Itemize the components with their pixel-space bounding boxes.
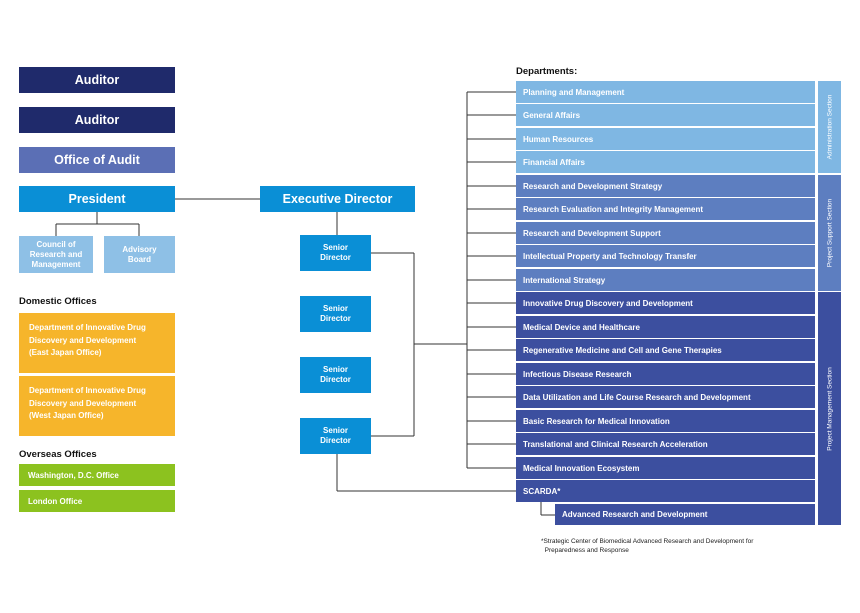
departments-heading: Departments: [516,66,578,77]
advisory-board-box: Advisory Board [104,236,175,273]
auditor-box-1: Auditor [19,67,175,93]
department-item: Medical Device and Healthcare [516,316,815,338]
department-item: Regenerative Medicine and Cell and Gene … [516,339,815,361]
department-item: General Affairs [516,104,815,126]
section-label: Project Support Section [826,198,833,268]
senior-director-1: Senior Director [300,235,371,271]
department-scarda: SCARDA* [516,480,815,502]
section-project-support: Project Support Section [818,175,841,291]
council-box: Council of Research and Management [19,236,93,273]
section-project-management: Project Management Section [818,292,841,525]
department-item: Financial Affairs [516,151,815,173]
domestic-offices-heading: Domestic Offices [19,296,97,307]
department-item: Basic Research for Medical Innovation [516,410,815,432]
department-item: Research Evaluation and Integrity Manage… [516,198,815,220]
section-administration: Administration Section [818,81,841,173]
footnote: *Strategic Center of Biomedical Advanced… [541,538,754,554]
department-item: Research and Development Strategy [516,175,815,197]
overseas-offices-heading: Overseas Offices [19,449,97,460]
department-item: Planning and Management [516,81,815,103]
department-item: Translational and Clinical Research Acce… [516,433,815,455]
department-item: International Strategy [516,269,815,291]
overseas-office-washington: Washington, D.C. Office [19,464,175,486]
department-item: Human Resources [516,128,815,150]
executive-director-box: Executive Director [260,186,415,212]
office-of-audit-box: Office of Audit [19,147,175,173]
domestic-office-west: Department of Innovative Drug Discovery … [19,376,175,436]
department-item: Medical Innovation Ecosystem [516,457,815,479]
department-item: Intellectual Property and Technology Tra… [516,245,815,267]
senior-director-3: Senior Director [300,357,371,393]
senior-director-4: Senior Director [300,418,371,454]
department-item: Data Utilization and Life Course Researc… [516,386,815,408]
senior-director-2: Senior Director [300,296,371,332]
sub-department-advanced-rd: Advanced Research and Development [555,504,815,525]
department-item: Research and Development Support [516,222,815,244]
overseas-office-london: London Office [19,490,175,512]
domestic-office-east: Department of Innovative Drug Discovery … [19,313,175,373]
section-label: Administration Section [826,94,833,160]
auditor-box-2: Auditor [19,107,175,133]
president-box: President [19,186,175,212]
section-label: Project Management Section [826,366,833,451]
department-item: Innovative Drug Discovery and Developmen… [516,292,815,314]
department-item: Infectious Disease Research [516,363,815,385]
